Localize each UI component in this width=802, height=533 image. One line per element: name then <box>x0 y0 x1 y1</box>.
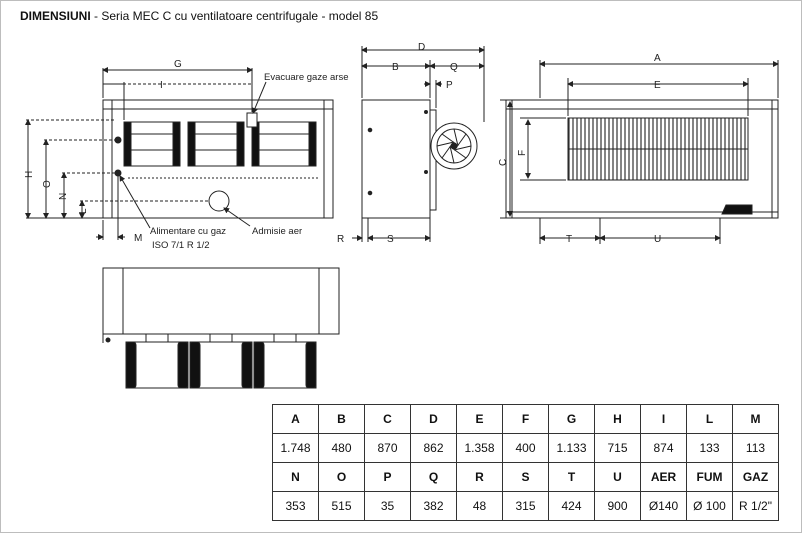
table-value-cell: 424 <box>548 491 595 521</box>
exhaust-stack <box>246 112 258 128</box>
table-value-cell: 113 <box>732 433 779 463</box>
top-fan-2 <box>189 334 253 389</box>
rear-body <box>505 99 779 219</box>
page-title: DIMENSIUNI - Seria MEC C cu ventilatoare… <box>20 9 378 23</box>
table-value-cell: 480 <box>318 433 365 463</box>
dim-N: N <box>58 193 69 200</box>
callout-exhaust: Evacuare gaze arse <box>264 72 349 83</box>
dim-L: L <box>78 208 89 214</box>
table-header-cell: A <box>272 404 319 434</box>
air-intake-port <box>208 190 230 212</box>
table-value-cell: 870 <box>364 433 411 463</box>
table-value-cell: 862 <box>410 433 457 463</box>
table-header-cell: GAZ <box>732 462 779 492</box>
dim-C: C <box>498 159 509 166</box>
front-fan-3 <box>251 121 317 167</box>
top-fan-1 <box>125 334 189 389</box>
table-header-cell: L <box>686 404 733 434</box>
table-header-cell: F <box>502 404 549 434</box>
table-value-cell: Ø140 <box>640 491 687 521</box>
side-body <box>361 99 431 219</box>
table-header-cell: B <box>318 404 365 434</box>
table-header-cell: AER <box>640 462 687 492</box>
side-view <box>352 46 485 242</box>
table-value-cell: 48 <box>456 491 503 521</box>
gas-fitting <box>114 169 122 177</box>
table-value-cell: R 1/2" <box>732 491 779 521</box>
side-fan <box>430 122 478 170</box>
dim-O: O <box>42 180 53 188</box>
dim-G: G <box>174 59 182 70</box>
table-header-cell: U <box>594 462 641 492</box>
table-header-cell: E <box>456 404 503 434</box>
rear-view <box>500 60 779 244</box>
title-bold: DIMENSIUNI <box>20 9 91 23</box>
table-header-cell: S <box>502 462 549 492</box>
table-value-cell: 382 <box>410 491 457 521</box>
table-value-cell: 133 <box>686 433 733 463</box>
dim-Q: Q <box>450 62 458 73</box>
table-value-cell: 900 <box>594 491 641 521</box>
table-header-cell: D <box>410 404 457 434</box>
table-header-cell: H <box>594 404 641 434</box>
callout-gas-thread: ISO 7/1 R 1/2 <box>152 240 210 251</box>
table-header-cell: O <box>318 462 365 492</box>
front-view <box>25 67 334 240</box>
table-value-cell: 400 <box>502 433 549 463</box>
table-value-cell: Ø 100 <box>686 491 733 521</box>
dim-T: T <box>566 234 572 245</box>
table-header-cell: G <box>548 404 595 434</box>
table-header-cell: P <box>364 462 411 492</box>
table-header-cell: FUM <box>686 462 733 492</box>
front-fan-2 <box>187 121 245 167</box>
dim-B: B <box>392 62 399 73</box>
table-header-cell: T <box>548 462 595 492</box>
dim-E: E <box>654 80 661 91</box>
table-header-cell: I <box>640 404 687 434</box>
brand-logo <box>721 204 753 215</box>
dim-S: S <box>387 234 394 245</box>
table-header-cell: R <box>456 462 503 492</box>
callout-air-intake: Admisie aer <box>252 226 302 237</box>
table-value-cell: 715 <box>594 433 641 463</box>
dim-D: D <box>418 42 425 53</box>
dim-F: F <box>517 150 528 156</box>
title-rest: - Seria MEC C cu ventilatoare centrifuga… <box>90 9 379 23</box>
table-value-cell: 1.133 <box>548 433 595 463</box>
table-value-cell: 874 <box>640 433 687 463</box>
front-fan-1 <box>123 121 181 167</box>
dim-M: M <box>134 233 142 244</box>
callout-gas-supply: Alimentare cu gaz <box>150 226 226 237</box>
table-value-cell: 1.748 <box>272 433 319 463</box>
top-fan-3 <box>253 334 317 389</box>
table-value-cell: 315 <box>502 491 549 521</box>
table-header-cell: N <box>272 462 319 492</box>
dim-P: P <box>446 80 453 91</box>
table-value-cell: 1.358 <box>456 433 503 463</box>
top-body <box>102 267 340 335</box>
table-header-cell: C <box>364 404 411 434</box>
dim-H: H <box>24 171 35 178</box>
table-header-cell: Q <box>410 462 457 492</box>
dim-A: A <box>654 53 661 64</box>
table-value-cell: 35 <box>364 491 411 521</box>
top-view <box>102 267 340 389</box>
dim-R: R <box>337 234 344 245</box>
dim-I: I <box>160 80 163 91</box>
table-value-cell: 515 <box>318 491 365 521</box>
dim-U: U <box>654 234 661 245</box>
table-header-cell: M <box>732 404 779 434</box>
front-body <box>102 99 334 219</box>
table-value-cell: 353 <box>272 491 319 521</box>
